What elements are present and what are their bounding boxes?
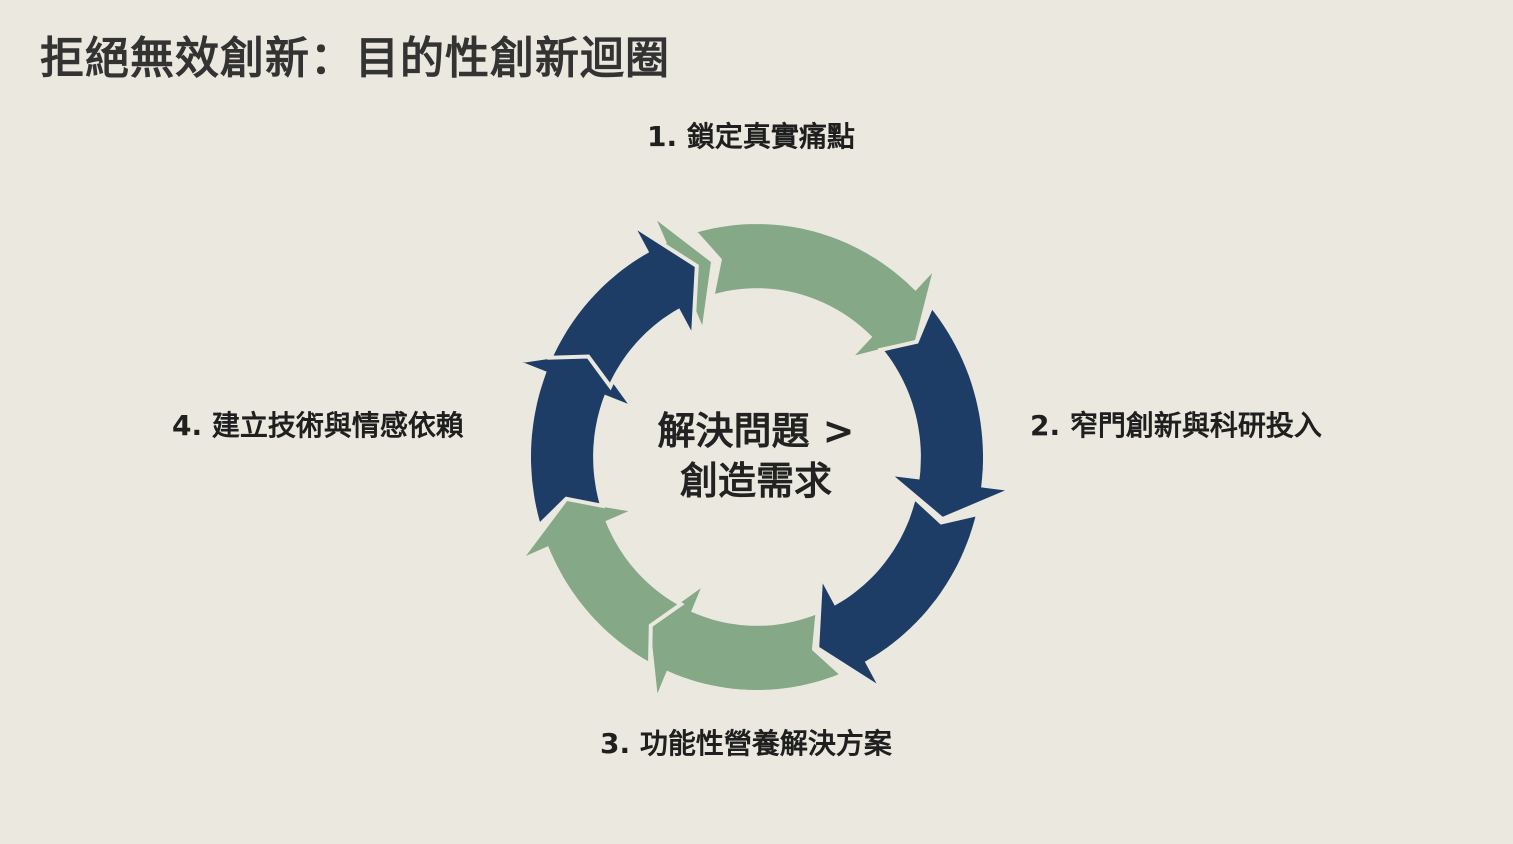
step-4-label: 4. 建立技術與情感依賴 bbox=[172, 409, 464, 442]
arrow-navy-left-lower bbox=[508, 348, 640, 530]
center-line-2: 創造需求 bbox=[679, 459, 832, 503]
step-3-label: 3. 功能性營養解決方案 bbox=[600, 727, 892, 760]
arrow-green-bottom-left bbox=[513, 496, 685, 668]
arrow-navy-right-upper bbox=[877, 301, 1021, 522]
cycle-arrows bbox=[508, 208, 1021, 703]
arrow-green-top-right bbox=[690, 219, 938, 363]
step-2-label: 2. 窄門創新與科研投入 bbox=[1030, 409, 1322, 442]
step-1-label: 1. 鎖定真實痛點 bbox=[647, 120, 855, 153]
arrow-navy-left-upper bbox=[547, 218, 699, 391]
center-line-1: 解決問題 > bbox=[657, 409, 855, 453]
center-message: 解決問題 > 創造需求 bbox=[606, 406, 906, 506]
page-title: 拒絕無效創新：目的性創新迴圈 bbox=[40, 33, 670, 84]
arrow-green-bottom-right bbox=[645, 576, 847, 703]
arrow-navy-right-lower bbox=[815, 493, 981, 696]
